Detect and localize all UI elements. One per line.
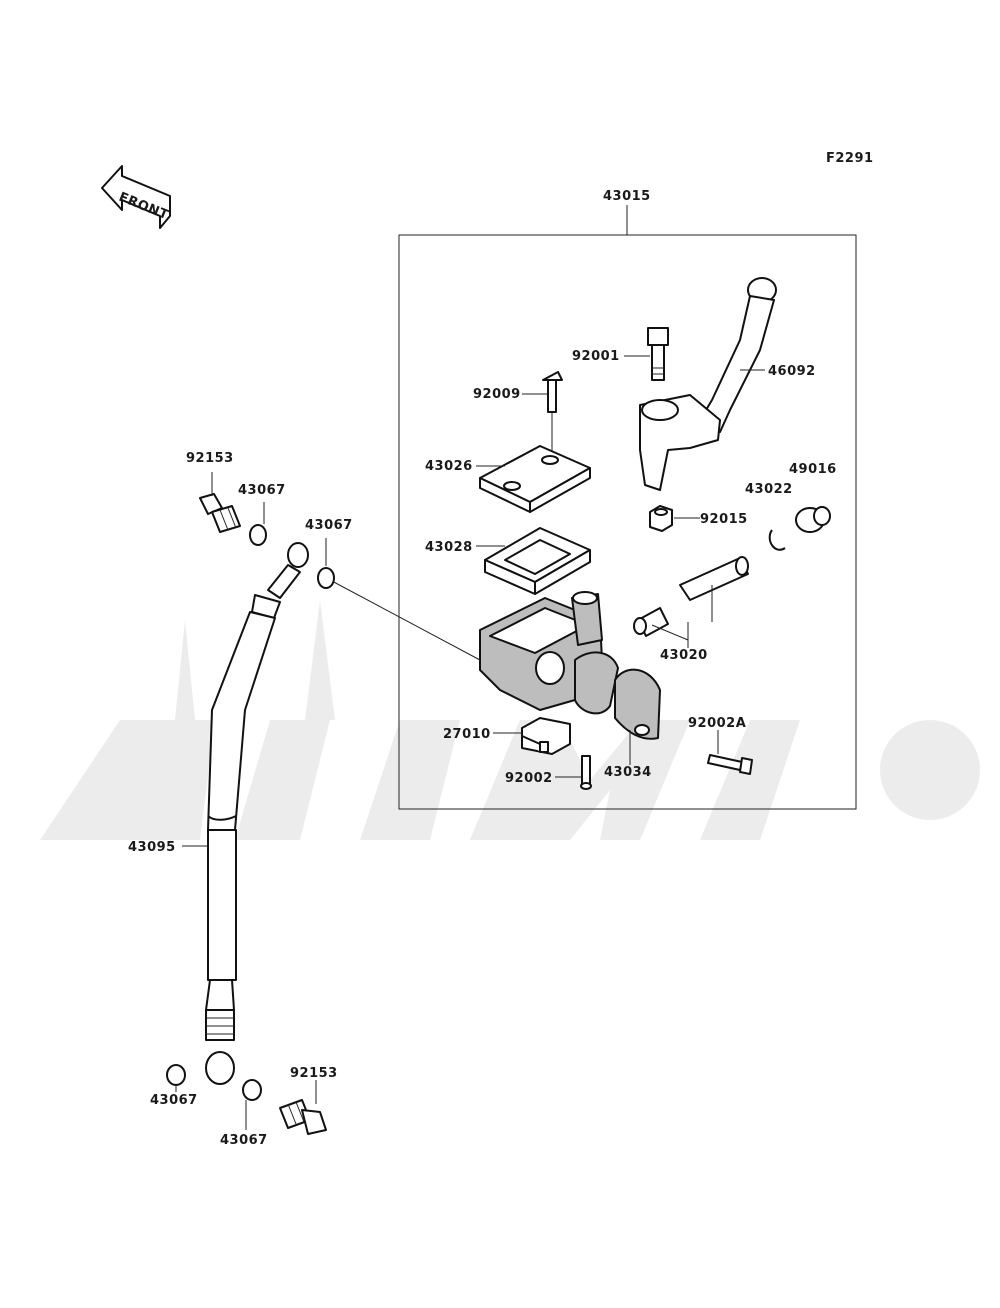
label-92009: 92009 bbox=[473, 387, 521, 402]
lever-nut-part bbox=[649, 505, 673, 532]
master-cylinder-body-part bbox=[479, 591, 619, 715]
clamp-part bbox=[614, 668, 661, 740]
front-arrow-icon: FRONT bbox=[101, 165, 171, 229]
label-43067-bot2: 43067 bbox=[220, 1133, 268, 1148]
label-27010: 27010 bbox=[443, 727, 491, 742]
banjo-bolt-top-part bbox=[199, 493, 241, 533]
cap-screw-part bbox=[542, 371, 563, 413]
label-43022: 43022 bbox=[745, 482, 793, 497]
label-46092: 46092 bbox=[768, 364, 816, 379]
leader-43020-a bbox=[651, 624, 689, 641]
reservoir-cap-part bbox=[479, 445, 591, 513]
washer-bottom-1 bbox=[166, 1064, 186, 1086]
watermark bbox=[40, 600, 980, 840]
label-43026: 43026 bbox=[425, 459, 473, 474]
clamp-bolt-part bbox=[707, 754, 753, 775]
switch-screw-part bbox=[580, 755, 592, 790]
label-43067-top1: 43067 bbox=[238, 483, 286, 498]
pivot-bolt-part bbox=[647, 327, 669, 381]
label-92002: 92002 bbox=[505, 771, 553, 786]
label-43067-bot1: 43067 bbox=[150, 1093, 198, 1108]
brake-light-switch-part bbox=[521, 717, 571, 755]
label-92001: 92001 bbox=[572, 349, 620, 364]
boot-part bbox=[795, 506, 831, 533]
diaphragm-part bbox=[484, 527, 591, 595]
figure-code: F2291 bbox=[826, 151, 874, 166]
piston-kit-part bbox=[633, 556, 749, 637]
label-92002a: 92002A bbox=[688, 716, 746, 731]
label-43095: 43095 bbox=[128, 840, 176, 855]
label-92153-bot: 92153 bbox=[290, 1066, 338, 1081]
circlip-part bbox=[768, 529, 786, 551]
label-43020: 43020 bbox=[660, 648, 708, 663]
label-43028: 43028 bbox=[425, 540, 473, 555]
label-49016: 49016 bbox=[789, 462, 837, 477]
label-92153-top: 92153 bbox=[186, 451, 234, 466]
brake-hose-part bbox=[205, 542, 309, 1085]
washer-top-1 bbox=[249, 524, 267, 546]
banjo-bolt-bottom-part bbox=[279, 1099, 327, 1135]
washer-bottom-2 bbox=[242, 1079, 262, 1101]
leader-body-to-hose bbox=[329, 579, 481, 661]
label-43067-top2: 43067 bbox=[305, 518, 353, 533]
label-43015: 43015 bbox=[603, 189, 651, 204]
label-92015: 92015 bbox=[700, 512, 748, 527]
brake-lever-part bbox=[639, 277, 777, 491]
label-43034: 43034 bbox=[604, 765, 652, 780]
washer-top-2 bbox=[317, 567, 335, 589]
